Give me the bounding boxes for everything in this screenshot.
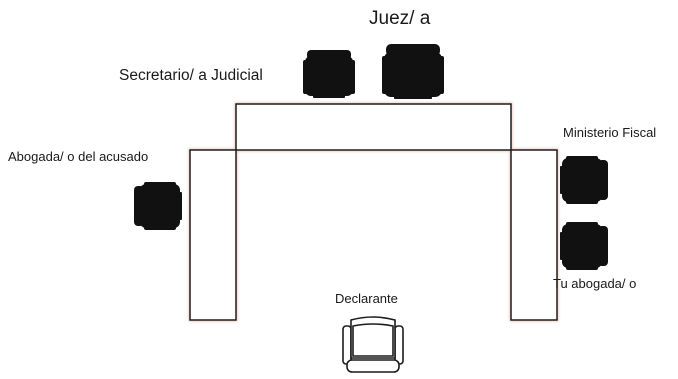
judge-chair-icon bbox=[382, 44, 444, 99]
your-lawyer-label: Tu abogada/ o bbox=[553, 276, 637, 291]
secretary-chair-icon bbox=[303, 50, 355, 98]
secretary-label: Secretario/ a Judicial bbox=[119, 67, 263, 84]
prosecution-desk bbox=[510, 149, 558, 321]
prosecutor-label: Ministerio Fiscal bbox=[563, 125, 657, 140]
declarant-chair-icon bbox=[342, 316, 404, 373]
your-lawyer-chair-icon bbox=[560, 222, 608, 270]
defense-lawyer-label: Abogada/ o del acusado bbox=[8, 149, 149, 164]
defense-lawyer-chair-icon bbox=[134, 182, 182, 230]
defense-desk bbox=[189, 149, 237, 321]
judges-bench bbox=[235, 103, 512, 151]
declarant-label: Declarante bbox=[335, 291, 398, 306]
prosecutor-chair-icon bbox=[560, 156, 608, 204]
judge-label: Juez/ a bbox=[369, 8, 431, 29]
